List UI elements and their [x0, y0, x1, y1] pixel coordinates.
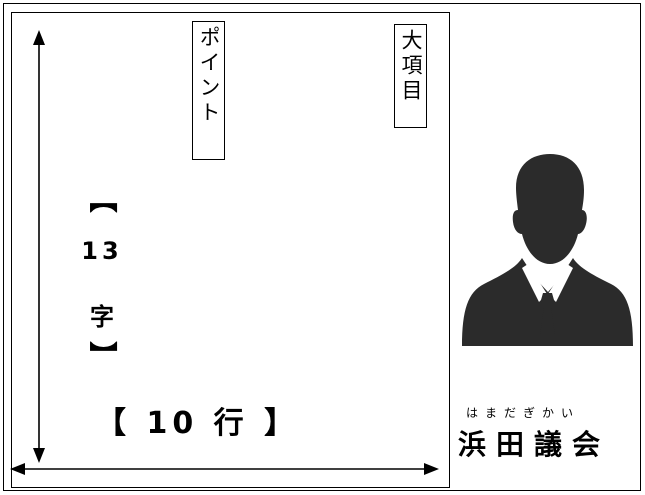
person-silhouette-icon — [462, 154, 633, 346]
character-count-unit: 字 — [90, 303, 114, 331]
line-count-label: 【 10 行 】 — [96, 406, 300, 441]
character-count-number: 13 — [81, 237, 123, 265]
manuscript-box — [11, 12, 450, 488]
outer-frame — [3, 3, 641, 491]
bracket-close: 】 — [85, 340, 119, 370]
major-item-label: 大項目 — [394, 24, 427, 128]
bracket-open: 【 — [85, 184, 119, 214]
brand-ruby-text: はまだぎかい — [466, 406, 581, 420]
character-count-indicator: 【 13 字 】 — [74, 185, 130, 369]
brand-logo: はまだぎかい 浜田議会 — [458, 404, 638, 463]
brand-name: 浜田議会 — [458, 428, 611, 461]
point-label: ポイント — [192, 21, 225, 160]
